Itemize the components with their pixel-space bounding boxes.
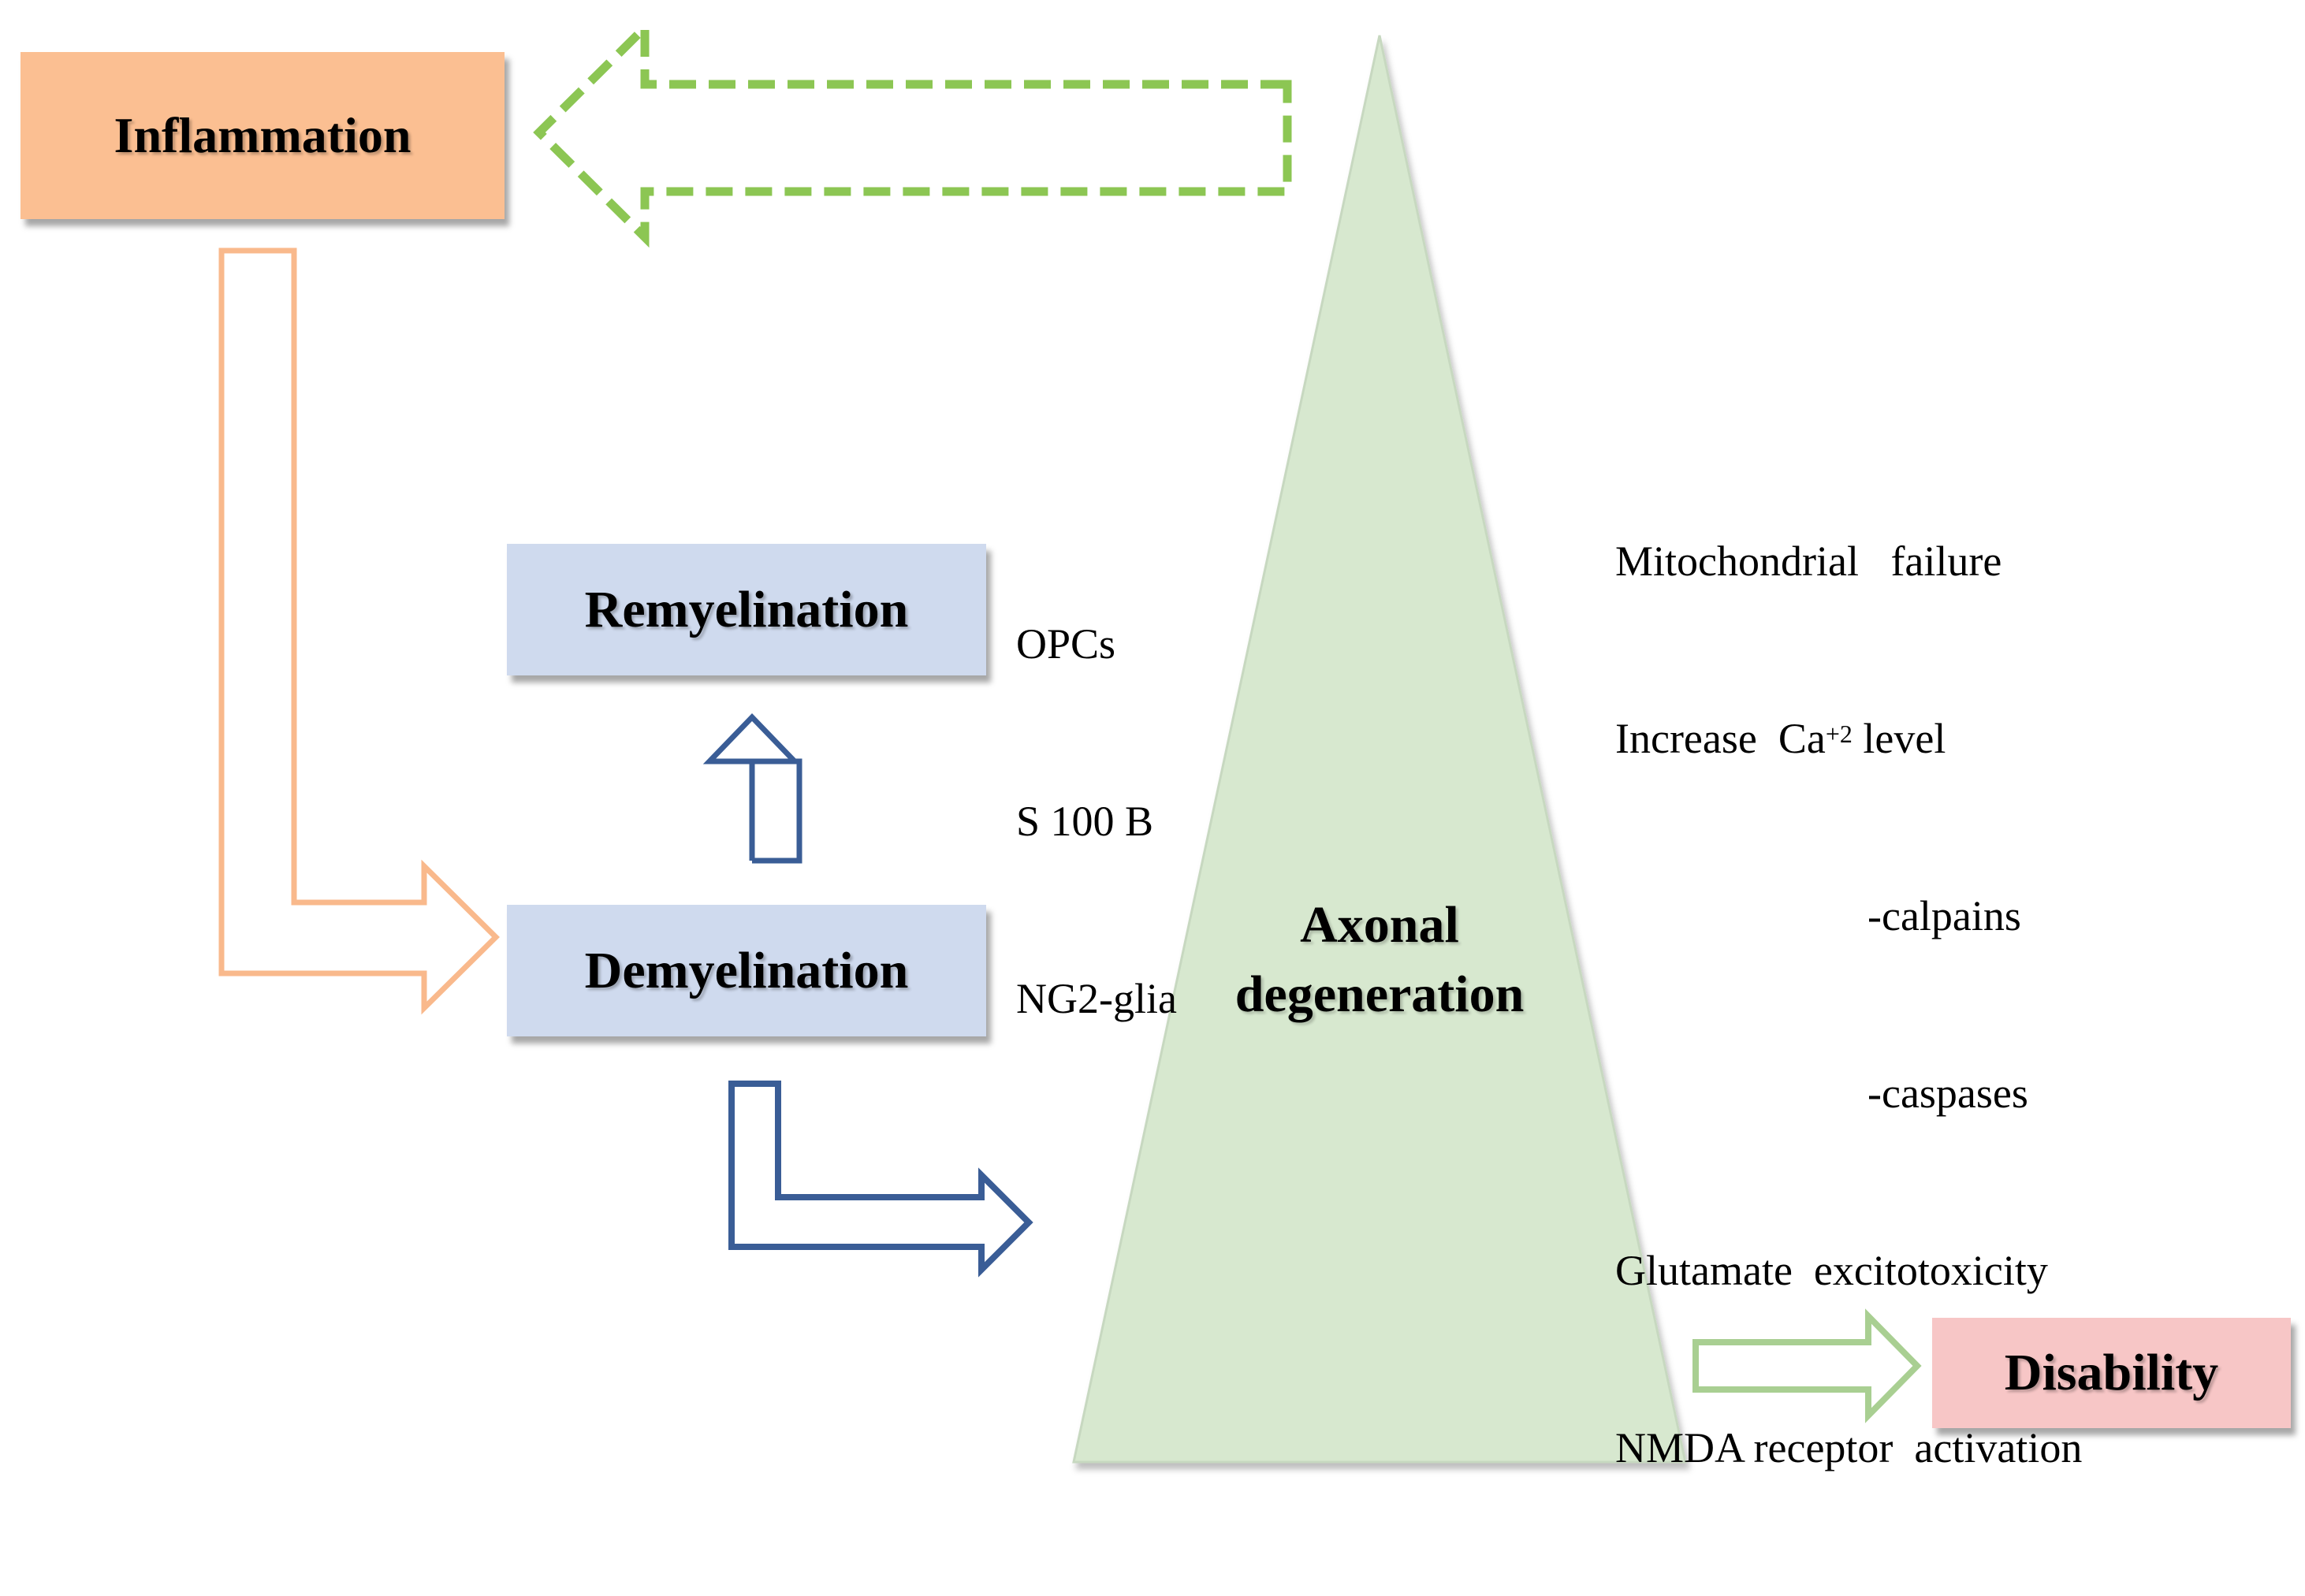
demyelination-label: Demyelination	[584, 941, 909, 999]
mechanism-calcium: Increase Ca+2 level	[1615, 709, 2082, 768]
axonal-label-line2: degeneration	[1234, 965, 1525, 1023]
axonal-to-disability-arrow	[1692, 1308, 1922, 1423]
mechanism-mitochondrial: Mitochondrial failure	[1615, 538, 2002, 585]
calcium-prefix: Increase Ca	[1615, 715, 1826, 762]
axonal-label-line1: Axonal	[1300, 896, 1459, 954]
factor-item: OPCs	[1016, 620, 1116, 668]
mechanism-caspases: -caspases	[1867, 1070, 2028, 1117]
feedback-arrow-to-inflammation	[533, 17, 1292, 248]
disability-box: Disability	[1932, 1318, 2291, 1428]
mechanism-nmda: NMDA receptor activation	[1615, 1424, 2083, 1471]
mechanism-calpains: -calpains	[1867, 892, 2021, 939]
inflammation-to-demyelination-arrow	[218, 247, 500, 1015]
mechanism-glutamate: Glutamate excitotoxicity	[1615, 1247, 2048, 1294]
demyelination-box: Demyelination	[507, 905, 986, 1036]
remyelination-label: Remyelination	[584, 580, 909, 638]
diagram-canvas: Inflammation Remyelination Demyelination…	[20, 17, 2291, 1471]
axonal-mechanisms-list: Mitochondrial failure Increase Ca+2 leve…	[1615, 414, 2082, 1596]
calcium-superscript: +2	[1825, 720, 1853, 748]
axonal-degeneration-label: Axonal degeneration	[1167, 891, 1592, 1029]
axonal-degeneration-triangle	[1072, 35, 1687, 1464]
remyelination-factors-list: OPCs S 100 B NG2-glia	[1016, 497, 1177, 1147]
factor-item: NG2-glia	[1016, 975, 1177, 1022]
diagram-shapes	[218, 17, 1922, 1464]
inflammation-label: Inflammation	[114, 107, 411, 163]
calcium-suffix: level	[1852, 715, 1946, 762]
demyelination-to-axonal-arrow	[728, 1081, 1033, 1278]
factor-item: S 100 B	[1016, 798, 1154, 845]
disability-label: Disability	[2004, 1344, 2219, 1401]
remyelination-box: Remyelination	[507, 544, 986, 675]
inflammation-box: Inflammation	[20, 52, 505, 219]
demyelination-to-remyelination-arrow	[702, 712, 802, 864]
